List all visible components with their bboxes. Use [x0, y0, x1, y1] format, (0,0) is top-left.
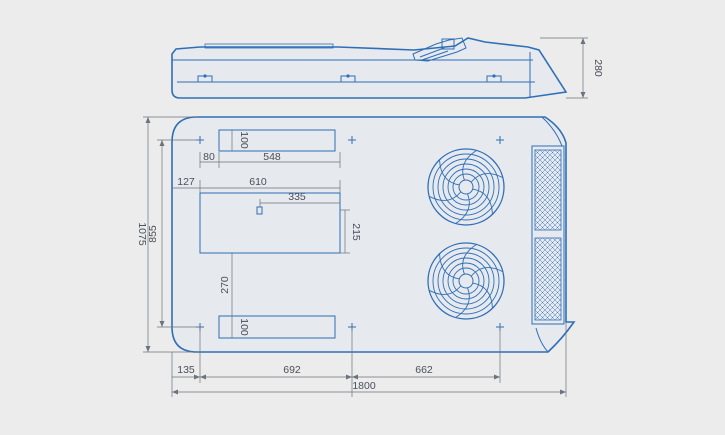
dim-215-label: 215	[350, 223, 362, 241]
fan-icon	[427, 242, 505, 320]
fans	[427, 148, 505, 320]
front-chamfer-line	[535, 327, 549, 353]
dim-280-label: 280	[592, 59, 604, 77]
bottom-cutout	[218, 315, 336, 339]
side-view-body	[171, 37, 568, 99]
dim-610-label: 610	[249, 176, 267, 188]
mounting-hole-icon	[348, 136, 356, 144]
side-view-cover-strip	[204, 43, 334, 49]
side-bracket-hole	[203, 74, 207, 78]
dim-335-label: 335	[288, 191, 306, 203]
dim-1075-label: 1075	[136, 222, 148, 246]
dim-135-label: 135	[177, 364, 195, 376]
dim-100-top-label: 100	[238, 131, 250, 149]
dim-100-bottom-label: 100	[238, 318, 250, 336]
dim-1800-label: 1800	[352, 380, 376, 392]
side-view: 280	[171, 37, 604, 99]
top-cutout	[218, 129, 336, 152]
dim-692-label: 692	[283, 364, 301, 376]
dim-662-label: 662	[415, 364, 433, 376]
connector-icon	[412, 37, 467, 62]
center-cutout	[199, 192, 341, 254]
front-chamfer-line	[541, 116, 563, 147]
mesh-grille-icon	[534, 149, 562, 231]
mesh-grille-icon	[534, 237, 562, 321]
dim-127-label: 127	[177, 176, 195, 188]
mounting-hole-icon	[496, 136, 504, 144]
top-view: 100 80 548 127 610 335 215 270 100	[136, 116, 576, 397]
side-bracket-hole	[346, 74, 350, 78]
fan-icon	[427, 148, 505, 226]
dim-270-label: 270	[219, 276, 231, 294]
dim-80-label: 80	[203, 151, 215, 163]
dim-855-label: 855	[147, 225, 159, 243]
side-bracket-hole	[492, 74, 496, 78]
dim-548-label: 548	[263, 151, 281, 163]
